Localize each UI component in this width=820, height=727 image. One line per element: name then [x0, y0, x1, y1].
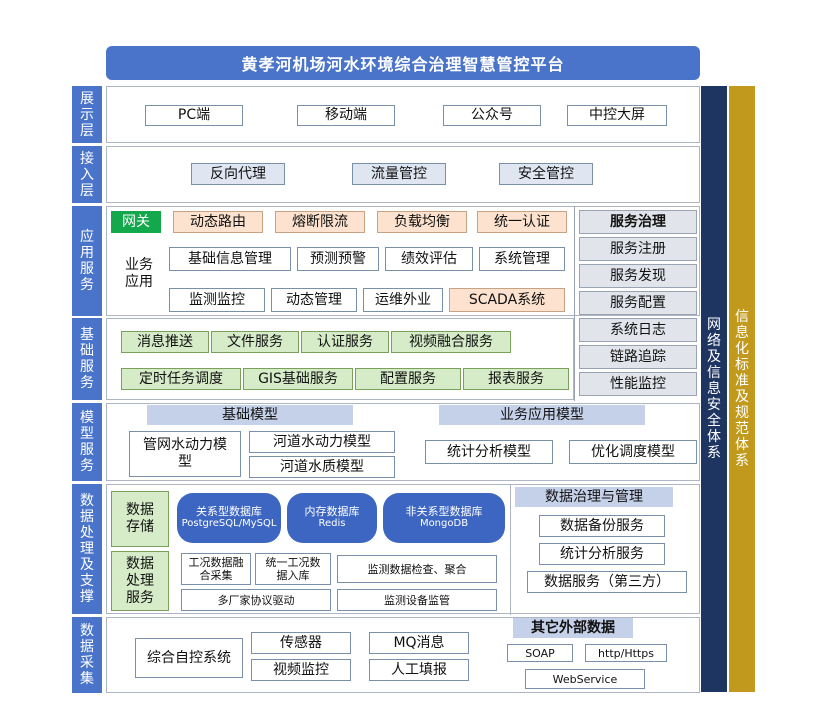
governance-item-config: 服务配置 [579, 291, 697, 315]
basic-item-report-service: 报表服务 [463, 368, 569, 390]
governance-item-logs: 系统日志 [579, 318, 697, 342]
business-model-header: 业务应用模型 [439, 405, 645, 425]
governance-item-third-party: 数据服务（第三方） [527, 571, 687, 593]
data-governance-header: 数据治理与管理 [515, 487, 673, 507]
basic-item-message-push: 消息推送 [121, 331, 209, 353]
collect-item-mq: MQ消息 [369, 632, 469, 654]
governance-item-statistics: 统计分析服务 [539, 543, 665, 565]
external-data-header: 其它外部数据 [513, 618, 633, 638]
collect-item-manual: 人工填报 [369, 659, 469, 681]
network-security-label: 网络及信息安全体系 [707, 317, 721, 461]
data-storage-processing-area [107, 485, 511, 615]
service-governance-header: 服务治理 [579, 210, 697, 234]
basic-item-task-scheduling: 定时任务调度 [121, 368, 241, 390]
standards-bar: 信息化标准及规范体系 [729, 86, 755, 692]
collect-item-auto-control: 综合自控系统 [135, 638, 243, 678]
app-item-performance: 绩效评估 [385, 247, 473, 271]
model-item-pipe-hydrodynamic: 管网水动力模型 [129, 431, 241, 477]
model-item-optimization: 优化调度模型 [569, 440, 697, 464]
external-item-webservice: WebService [525, 669, 645, 689]
display-item-mobile: 移动端 [297, 105, 395, 126]
app-item-forecast-warning: 预测预警 [297, 247, 379, 271]
external-item-soap: SOAP [507, 644, 573, 662]
data-storage-label: 数据存储 [111, 491, 169, 547]
layer-label-application: 应用服务 [72, 206, 102, 316]
basic-model-header: 基础模型 [147, 405, 353, 425]
model-item-river-hydrodynamic: 河道水动力模型 [249, 431, 395, 453]
access-item-traffic-control: 流量管控 [352, 163, 446, 185]
business-app-label: 业务应用 [125, 257, 153, 290]
collect-item-sensor: 传感器 [251, 632, 351, 654]
app-item-system-mgmt: 系统管理 [479, 247, 565, 271]
model-item-river-quality: 河道水质模型 [249, 456, 395, 478]
gateway-label: 网关 [111, 211, 161, 233]
collection-layer-panel: 综合自控系统 传感器 MQ消息 视频监控 人工填报 其它外部数据 SOAP ht… [106, 617, 700, 693]
processing-item-fusion-collect: 工况数据融合采集 [181, 553, 251, 585]
collect-item-video: 视频监控 [251, 659, 351, 681]
gateway-item-dynamic-routing: 动态路由 [173, 211, 263, 233]
basic-item-config-service: 配置服务 [355, 368, 461, 390]
processing-item-unified-storage: 统一工况数据入库 [255, 553, 331, 585]
db-nosql: 非关系型数据库 MongoDB [383, 493, 505, 543]
service-governance-column: 服务治理 服务注册 服务发现 服务配置 系统日志 链路追踪 性能监控 [574, 206, 700, 401]
basic-item-auth-service: 认证服务 [301, 331, 389, 353]
gateway-item-load-balance: 负载均衡 [377, 211, 467, 233]
governance-item-discovery: 服务发现 [579, 264, 697, 288]
layer-label-basic-service: 基础服务 [72, 318, 102, 400]
governance-item-backup: 数据备份服务 [539, 515, 665, 537]
governance-item-tracing: 链路追踪 [579, 345, 697, 369]
basic-item-file-service: 文件服务 [211, 331, 299, 353]
app-item-scada: SCADA系统 [449, 288, 565, 312]
layer-label-data-processing: 数据处理及支撑 [72, 484, 102, 614]
basic-item-gis-service: GIS基础服务 [243, 368, 353, 390]
governance-item-registry: 服务注册 [579, 237, 697, 261]
page-title: 黄孝河机场河水环境综合治理智慧管控平台 [106, 46, 700, 80]
basic-item-video-fusion: 视频融合服务 [391, 331, 511, 353]
access-item-reverse-proxy: 反向代理 [191, 163, 285, 185]
processing-item-protocol-driver: 多厂家协议驱动 [181, 589, 331, 611]
external-item-http: http/Https [585, 644, 667, 662]
processing-item-device-supervision: 监测设备监管 [337, 589, 497, 611]
access-item-security-control: 安全管控 [499, 163, 593, 185]
layer-label-access: 接入层 [72, 146, 102, 203]
basic-service-panel: 消息推送 文件服务 认证服务 视频融合服务 定时任务调度 GIS基础服务 配置服… [106, 318, 574, 400]
network-security-bar: 网络及信息安全体系 [701, 86, 727, 692]
app-item-field-ops: 运维外业 [363, 288, 443, 312]
gateway-item-circuit-breaker: 熔断限流 [275, 211, 365, 233]
processing-item-check-aggregate: 监测数据检查、聚合 [337, 555, 497, 583]
display-item-pc: PC端 [145, 105, 243, 126]
layer-label-display: 展示层 [72, 86, 102, 143]
access-layer-panel: 反向代理 流量管控 安全管控 [106, 146, 700, 203]
display-item-bigscreen: 中控大屏 [567, 105, 667, 126]
display-item-wechat: 公众号 [443, 105, 541, 126]
data-processing-panel: 数据存储 关系型数据库 PostgreSQL/MySQL 内存数据库 Redis… [106, 484, 700, 615]
data-processing-label: 数据处理服务 [111, 551, 169, 611]
standards-label: 信息化标准及规范体系 [735, 309, 749, 469]
governance-item-performance: 性能监控 [579, 372, 697, 396]
app-item-monitoring: 监测监控 [169, 288, 265, 312]
db-memory: 内存数据库 Redis [287, 493, 377, 543]
app-item-dynamic-mgmt: 动态管理 [271, 288, 357, 312]
app-item-basic-info: 基础信息管理 [169, 247, 291, 271]
layer-label-model: 模型服务 [72, 403, 102, 481]
model-item-statistics: 统计分析模型 [425, 440, 553, 464]
gateway-item-unified-auth: 统一认证 [477, 211, 567, 233]
model-layer-panel: 基础模型 业务应用模型 管网水动力模型 河道水动力模型 河道水质模型 统计分析模… [106, 403, 700, 481]
layer-label-collection: 数据采集 [72, 617, 102, 693]
display-layer-panel: PC端 移动端 公众号 中控大屏 [106, 86, 700, 143]
db-relational: 关系型数据库 PostgreSQL/MySQL [177, 493, 281, 543]
